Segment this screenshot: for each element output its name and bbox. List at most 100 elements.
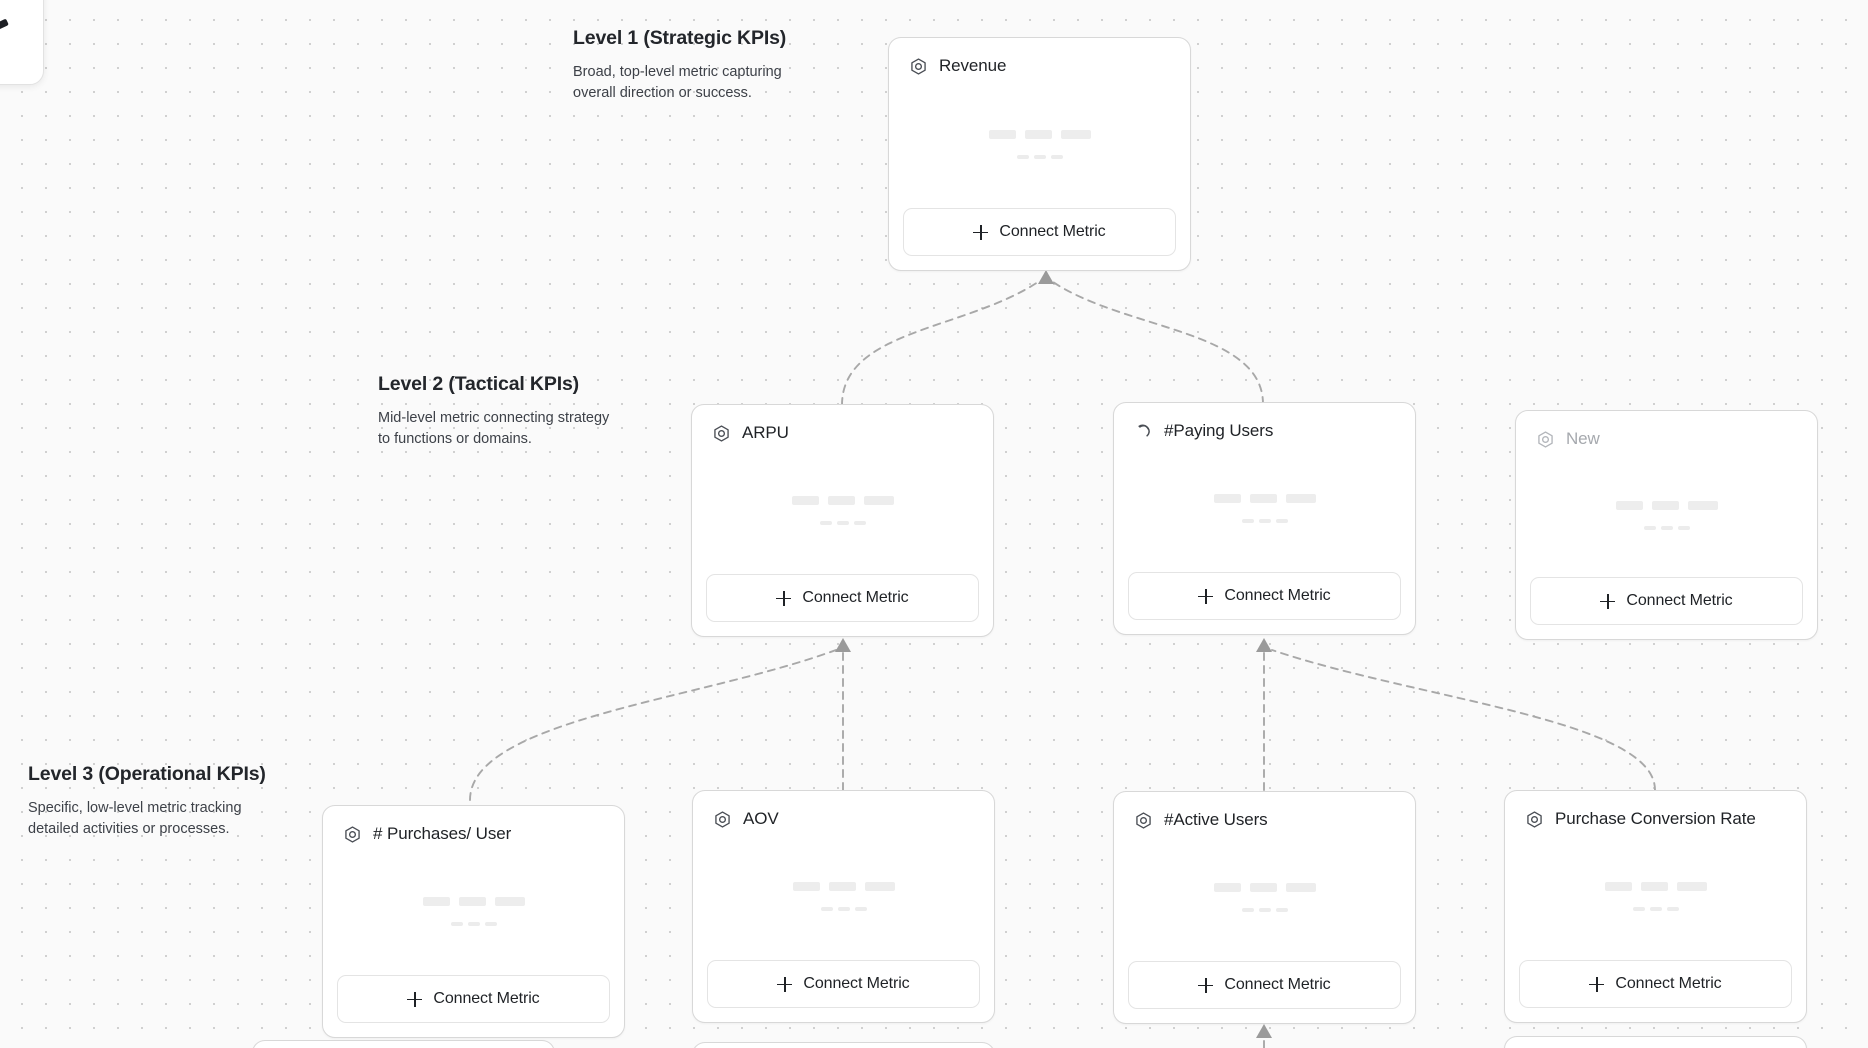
node-header: #Paying Users: [1114, 403, 1415, 441]
connect-metric-label: Connect Metric: [1224, 976, 1331, 993]
plus-icon: [777, 976, 793, 992]
level-2-title: Level 2 (Tactical KPIs): [378, 373, 580, 395]
hexagon-target-icon: [909, 57, 928, 76]
skeleton-bar: [1632, 907, 1645, 911]
skeleton-row-secondary: [1241, 519, 1288, 523]
node-card-offscreen-lower-left[interactable]: [252, 1040, 555, 1048]
connect-metric-button[interactable]: Connect Metric: [1530, 577, 1803, 625]
edge-arpu-revenue: [841, 281, 1039, 406]
node-title: #Paying Users: [1164, 421, 1274, 440]
skeleton-bar: [1640, 882, 1668, 891]
skeleton-bar: [1285, 883, 1316, 892]
skeleton-bar: [1677, 525, 1690, 530]
node-title: Revenue: [939, 56, 1007, 75]
skeleton-row-secondary: [1016, 154, 1063, 159]
connect-metric-button[interactable]: Connect Metric: [337, 975, 610, 1023]
node-title: Purchase Conversion Rate: [1555, 809, 1756, 828]
skeleton-row-secondary: [820, 907, 867, 911]
skeleton-bar: [1615, 500, 1643, 510]
edge-purchases-arpu: [469, 649, 837, 801]
node-card-purchase-conversion-rate[interactable]: Purchase Conversion Rate Connect Metric: [1504, 790, 1807, 1023]
skeleton-row-primary: [988, 129, 1091, 139]
level-2-description: Mid-level metric connecting strategy to …: [378, 410, 610, 448]
skeleton-bar: [484, 922, 497, 926]
node-skeleton-body: [1516, 449, 1817, 577]
edge-conv-rate-paying: [1271, 649, 1656, 791]
skeleton-bar: [1649, 907, 1662, 911]
skeleton-bar: [827, 496, 855, 505]
spinner-icon: [1134, 422, 1153, 441]
skeleton-bar: [819, 521, 832, 525]
skeleton-bar: [1241, 519, 1254, 523]
connect-metric-button[interactable]: Connect Metric: [707, 960, 980, 1008]
node-title: AOV: [743, 809, 779, 828]
node-card-offscreen-lower-right[interactable]: [1504, 1036, 1807, 1048]
connect-metric-label: Connect Metric: [802, 589, 909, 606]
skeleton-bar: [792, 882, 820, 891]
skeleton-bar: [1050, 154, 1063, 159]
skeleton-bar: [1676, 882, 1707, 891]
node-skeleton-body: [693, 829, 994, 960]
node-card-purchases-per-user[interactable]: # Purchases/ User Connect Metric: [322, 805, 625, 1038]
skeleton-bar: [1024, 129, 1052, 139]
cursor-pointer-icon: [0, 18, 9, 31]
node-title: #Active Users: [1164, 810, 1268, 829]
plus-icon: [1198, 588, 1214, 604]
node-title: ARPU: [742, 423, 789, 442]
skeleton-bar: [1249, 883, 1277, 892]
level-2-label-group: Level 2 (Tactical KPIs) Mid-level metric…: [378, 373, 623, 451]
connect-metric-button[interactable]: Connect Metric: [903, 208, 1176, 256]
node-header: #Active Users: [1114, 792, 1415, 830]
connect-metric-label: Connect Metric: [1224, 587, 1331, 604]
plus-icon: [1600, 593, 1616, 609]
node-header: # Purchases/ User: [323, 806, 624, 844]
connect-metric-label: Connect Metric: [999, 223, 1106, 240]
node-title: # Purchases/ User: [373, 824, 512, 843]
node-card-aov[interactable]: AOV Connect Metric: [692, 790, 995, 1023]
node-header: New: [1516, 411, 1817, 449]
level-1-title: Level 1 (Strategic KPIs): [573, 27, 787, 49]
skeleton-bar: [1258, 519, 1271, 523]
connect-metric-button[interactable]: Connect Metric: [1519, 960, 1792, 1008]
skeleton-bar: [864, 882, 895, 891]
floating-toolbar-panel[interactable]: [0, 0, 44, 85]
level-1-description: Broad, top-level metric capturing overal…: [573, 64, 782, 102]
skeleton-bar: [1241, 908, 1254, 912]
skeleton-bar: [1643, 525, 1656, 530]
skeleton-bar: [1666, 907, 1679, 911]
hexagon-target-icon: [713, 810, 732, 829]
node-skeleton-body: [692, 443, 993, 574]
edge-paying-users-revenue: [1052, 281, 1264, 405]
node-card-new[interactable]: New Connect Metric: [1515, 410, 1818, 640]
skeleton-bar: [1060, 129, 1091, 139]
node-card-offscreen-aov-below[interactable]: [692, 1042, 995, 1048]
skeleton-bar: [820, 907, 833, 911]
skeleton-bar: [1016, 154, 1029, 159]
node-header: ARPU: [692, 405, 993, 443]
node-card-revenue[interactable]: Revenue Connect Metric: [888, 37, 1191, 271]
level-1-label-group: Level 1 (Strategic KPIs) Broad, top-leve…: [573, 27, 818, 105]
plus-icon: [776, 590, 792, 606]
node-card-arpu[interactable]: ARPU Connect Metric: [691, 404, 994, 637]
skeleton-row-secondary: [1632, 907, 1679, 911]
skeleton-bar: [1604, 882, 1632, 891]
connect-metric-button[interactable]: Connect Metric: [1128, 961, 1401, 1009]
skeleton-bar: [494, 897, 525, 906]
node-card-paying-users[interactable]: #Paying Users Connect Metric: [1113, 402, 1416, 635]
node-card-active-users[interactable]: #Active Users Connect Metric: [1113, 791, 1416, 1024]
skeleton-bar: [1275, 908, 1288, 912]
connect-metric-button[interactable]: Connect Metric: [706, 574, 979, 622]
skeleton-row-secondary: [1241, 908, 1288, 912]
connect-metric-button[interactable]: Connect Metric: [1128, 572, 1401, 620]
skeleton-row-primary: [1615, 500, 1718, 510]
node-skeleton-body: [323, 844, 624, 975]
skeleton-bar: [1213, 494, 1241, 503]
skeleton-bar: [791, 496, 819, 505]
connect-metric-label: Connect Metric: [433, 990, 540, 1007]
node-title: New: [1566, 429, 1600, 448]
plus-icon: [1589, 976, 1605, 992]
plus-icon: [973, 224, 989, 240]
skeleton-row-secondary: [450, 922, 497, 926]
connect-metric-label: Connect Metric: [803, 975, 910, 992]
